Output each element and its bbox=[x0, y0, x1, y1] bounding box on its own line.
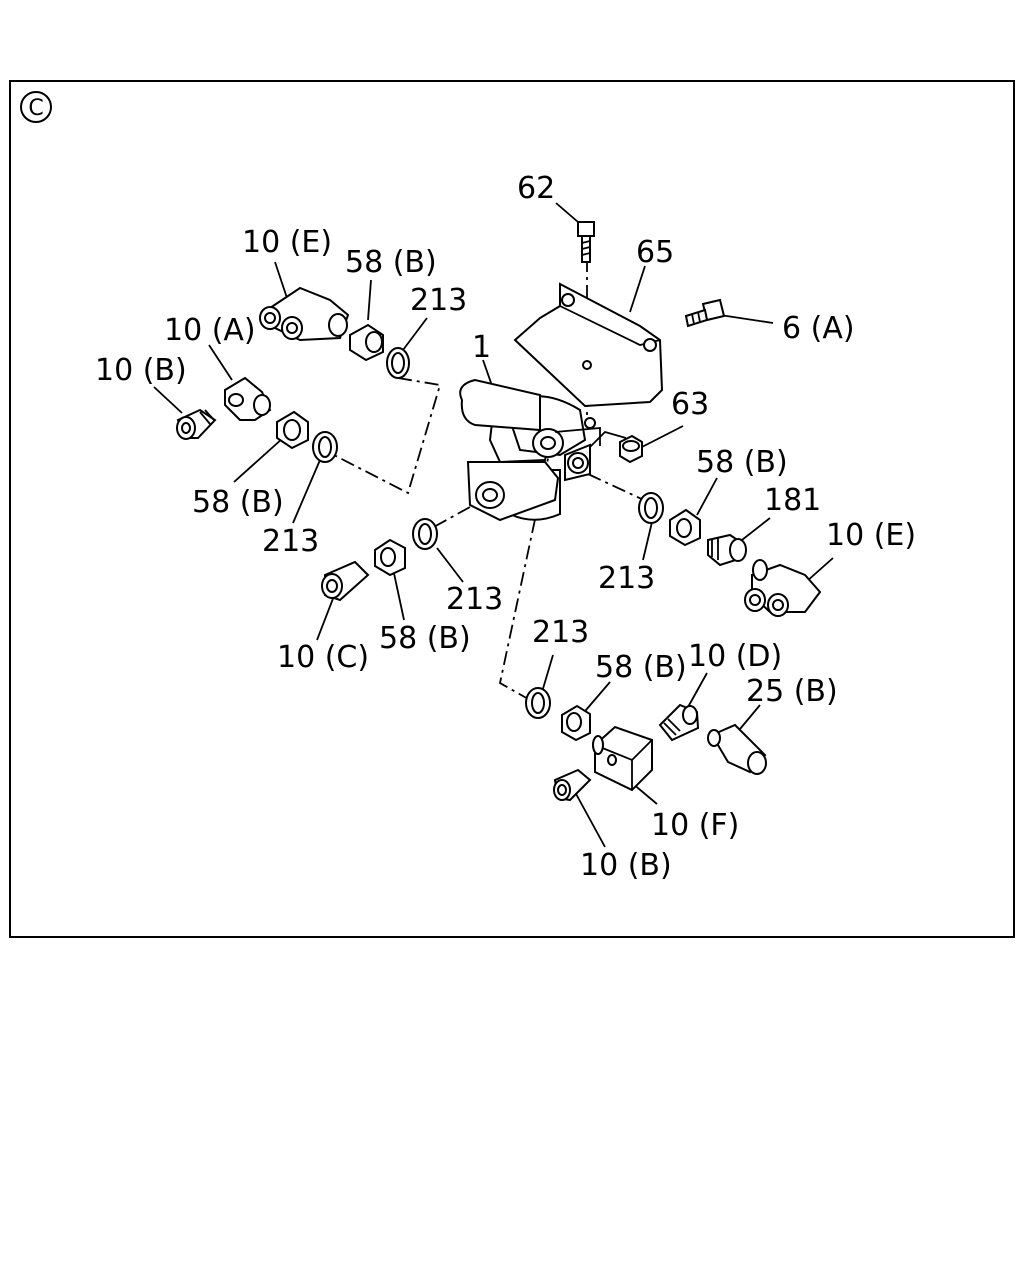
part-labels: 62 65 6 (A) 63 1 10 (E) 58 (B) 213 10 (A… bbox=[95, 171, 916, 883]
label-65: 65 bbox=[636, 235, 674, 270]
label-10f: 10 (F) bbox=[651, 808, 739, 843]
washer bbox=[312, 431, 338, 463]
label-10e-right: 10 (E) bbox=[826, 518, 916, 553]
label-10a: 10 (A) bbox=[164, 313, 256, 348]
label-10b-left: 10 (B) bbox=[95, 353, 187, 388]
nut bbox=[561, 704, 591, 742]
label-58b-low: 58 (B) bbox=[595, 650, 687, 685]
label-10d: 10 (D) bbox=[688, 639, 782, 674]
bolt bbox=[684, 298, 726, 328]
label-10b-low: 10 (B) bbox=[580, 848, 672, 883]
junction-block bbox=[592, 725, 653, 792]
label-62: 62 bbox=[517, 171, 555, 206]
bolt bbox=[577, 221, 595, 263]
valve-body bbox=[459, 378, 601, 522]
nut bbox=[374, 538, 406, 577]
washer bbox=[638, 492, 664, 524]
adapter bbox=[707, 533, 747, 567]
label-213-top: 213 bbox=[410, 283, 467, 318]
bracket bbox=[513, 282, 664, 408]
label-1: 1 bbox=[472, 330, 491, 365]
washer bbox=[525, 687, 551, 719]
fitting bbox=[176, 408, 217, 440]
fitting bbox=[553, 768, 592, 802]
label-10e-top: 10 (E) bbox=[242, 225, 332, 260]
washer bbox=[412, 518, 438, 550]
label-58b-right: 58 (B) bbox=[696, 445, 788, 480]
label-10c: 10 (C) bbox=[277, 640, 369, 675]
label-25b: 25 (B) bbox=[746, 674, 838, 709]
nut bbox=[276, 410, 309, 450]
elbow-fitting bbox=[259, 286, 350, 342]
label-63: 63 bbox=[671, 387, 709, 422]
svg-text:C: C bbox=[28, 96, 43, 121]
label-213-low: 213 bbox=[532, 615, 589, 650]
nut bbox=[619, 434, 643, 464]
fitting bbox=[658, 703, 700, 742]
pressure-switch bbox=[707, 723, 767, 775]
nut bbox=[349, 323, 384, 362]
section-mark: C bbox=[20, 91, 52, 123]
label-181: 181 bbox=[764, 483, 821, 518]
label-58b-top: 58 (B) bbox=[345, 245, 437, 280]
elbow-fitting bbox=[744, 559, 822, 617]
washer bbox=[386, 347, 410, 379]
elbow-fitting bbox=[224, 376, 272, 421]
assembly-lines bbox=[329, 258, 649, 701]
label-58b-mid: 58 (B) bbox=[379, 621, 471, 656]
label-213-mid: 213 bbox=[446, 582, 503, 617]
label-213-left: 213 bbox=[262, 524, 319, 559]
label-58b-left: 58 (B) bbox=[192, 485, 284, 520]
nut bbox=[669, 508, 701, 547]
label-213-right: 213 bbox=[598, 561, 655, 596]
diagram-frame bbox=[9, 80, 1015, 938]
fitting bbox=[321, 560, 370, 602]
label-6a: 6 (A) bbox=[782, 311, 855, 346]
